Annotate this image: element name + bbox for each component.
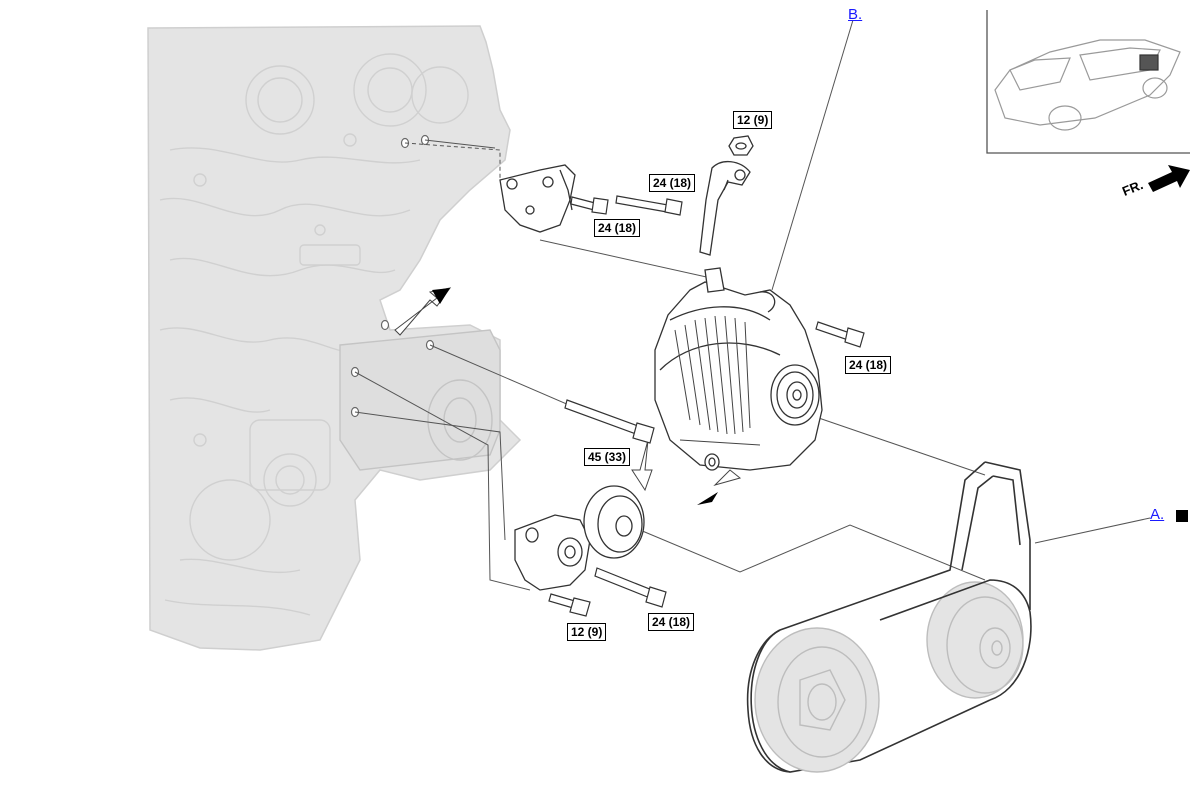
callout-a-marker	[1176, 510, 1188, 522]
callout-a-link[interactable]: A.	[1150, 506, 1165, 523]
bracket-bolt-short	[570, 196, 609, 215]
torque-label-tensioner-bolt-long: 24 (18)	[648, 613, 695, 631]
direction-arrows	[394, 287, 742, 505]
torque-label-tensioner-bolt-short: 12 (9)	[567, 623, 607, 641]
alternator-through-bolt	[564, 399, 655, 444]
torque-label-bracket-bolt-long: 24 (18)	[649, 174, 696, 192]
ac-compressor-pulley	[926, 581, 1024, 699]
alternator-upper-bolt	[815, 321, 865, 348]
torque-label-alternator-through-bolt: 45 (33)	[584, 448, 631, 466]
car-location-icon	[986, 10, 1190, 154]
alternator	[654, 267, 823, 471]
crankshaft-pulley	[754, 627, 880, 773]
belt-tensioner	[514, 485, 645, 591]
torque-label-bracket-bolt-short: 24 (18)	[594, 219, 641, 237]
engine-block	[147, 25, 522, 651]
cable-nut	[728, 135, 754, 156]
tensioner-bolt-short	[548, 593, 591, 617]
alternator-bracket	[499, 164, 576, 233]
tensioner-bolt-long	[594, 567, 667, 608]
front-direction-arrow-icon	[1148, 165, 1190, 192]
battery-cable	[699, 161, 751, 256]
bracket-bolt-long	[615, 195, 683, 216]
torque-label-alternator-upper-bolt: 24 (18)	[845, 356, 892, 374]
callout-b-link[interactable]: B.	[848, 6, 863, 23]
torque-label-cable-nut: 12 (9)	[733, 111, 773, 129]
alignment-lines	[354, 19, 1151, 591]
